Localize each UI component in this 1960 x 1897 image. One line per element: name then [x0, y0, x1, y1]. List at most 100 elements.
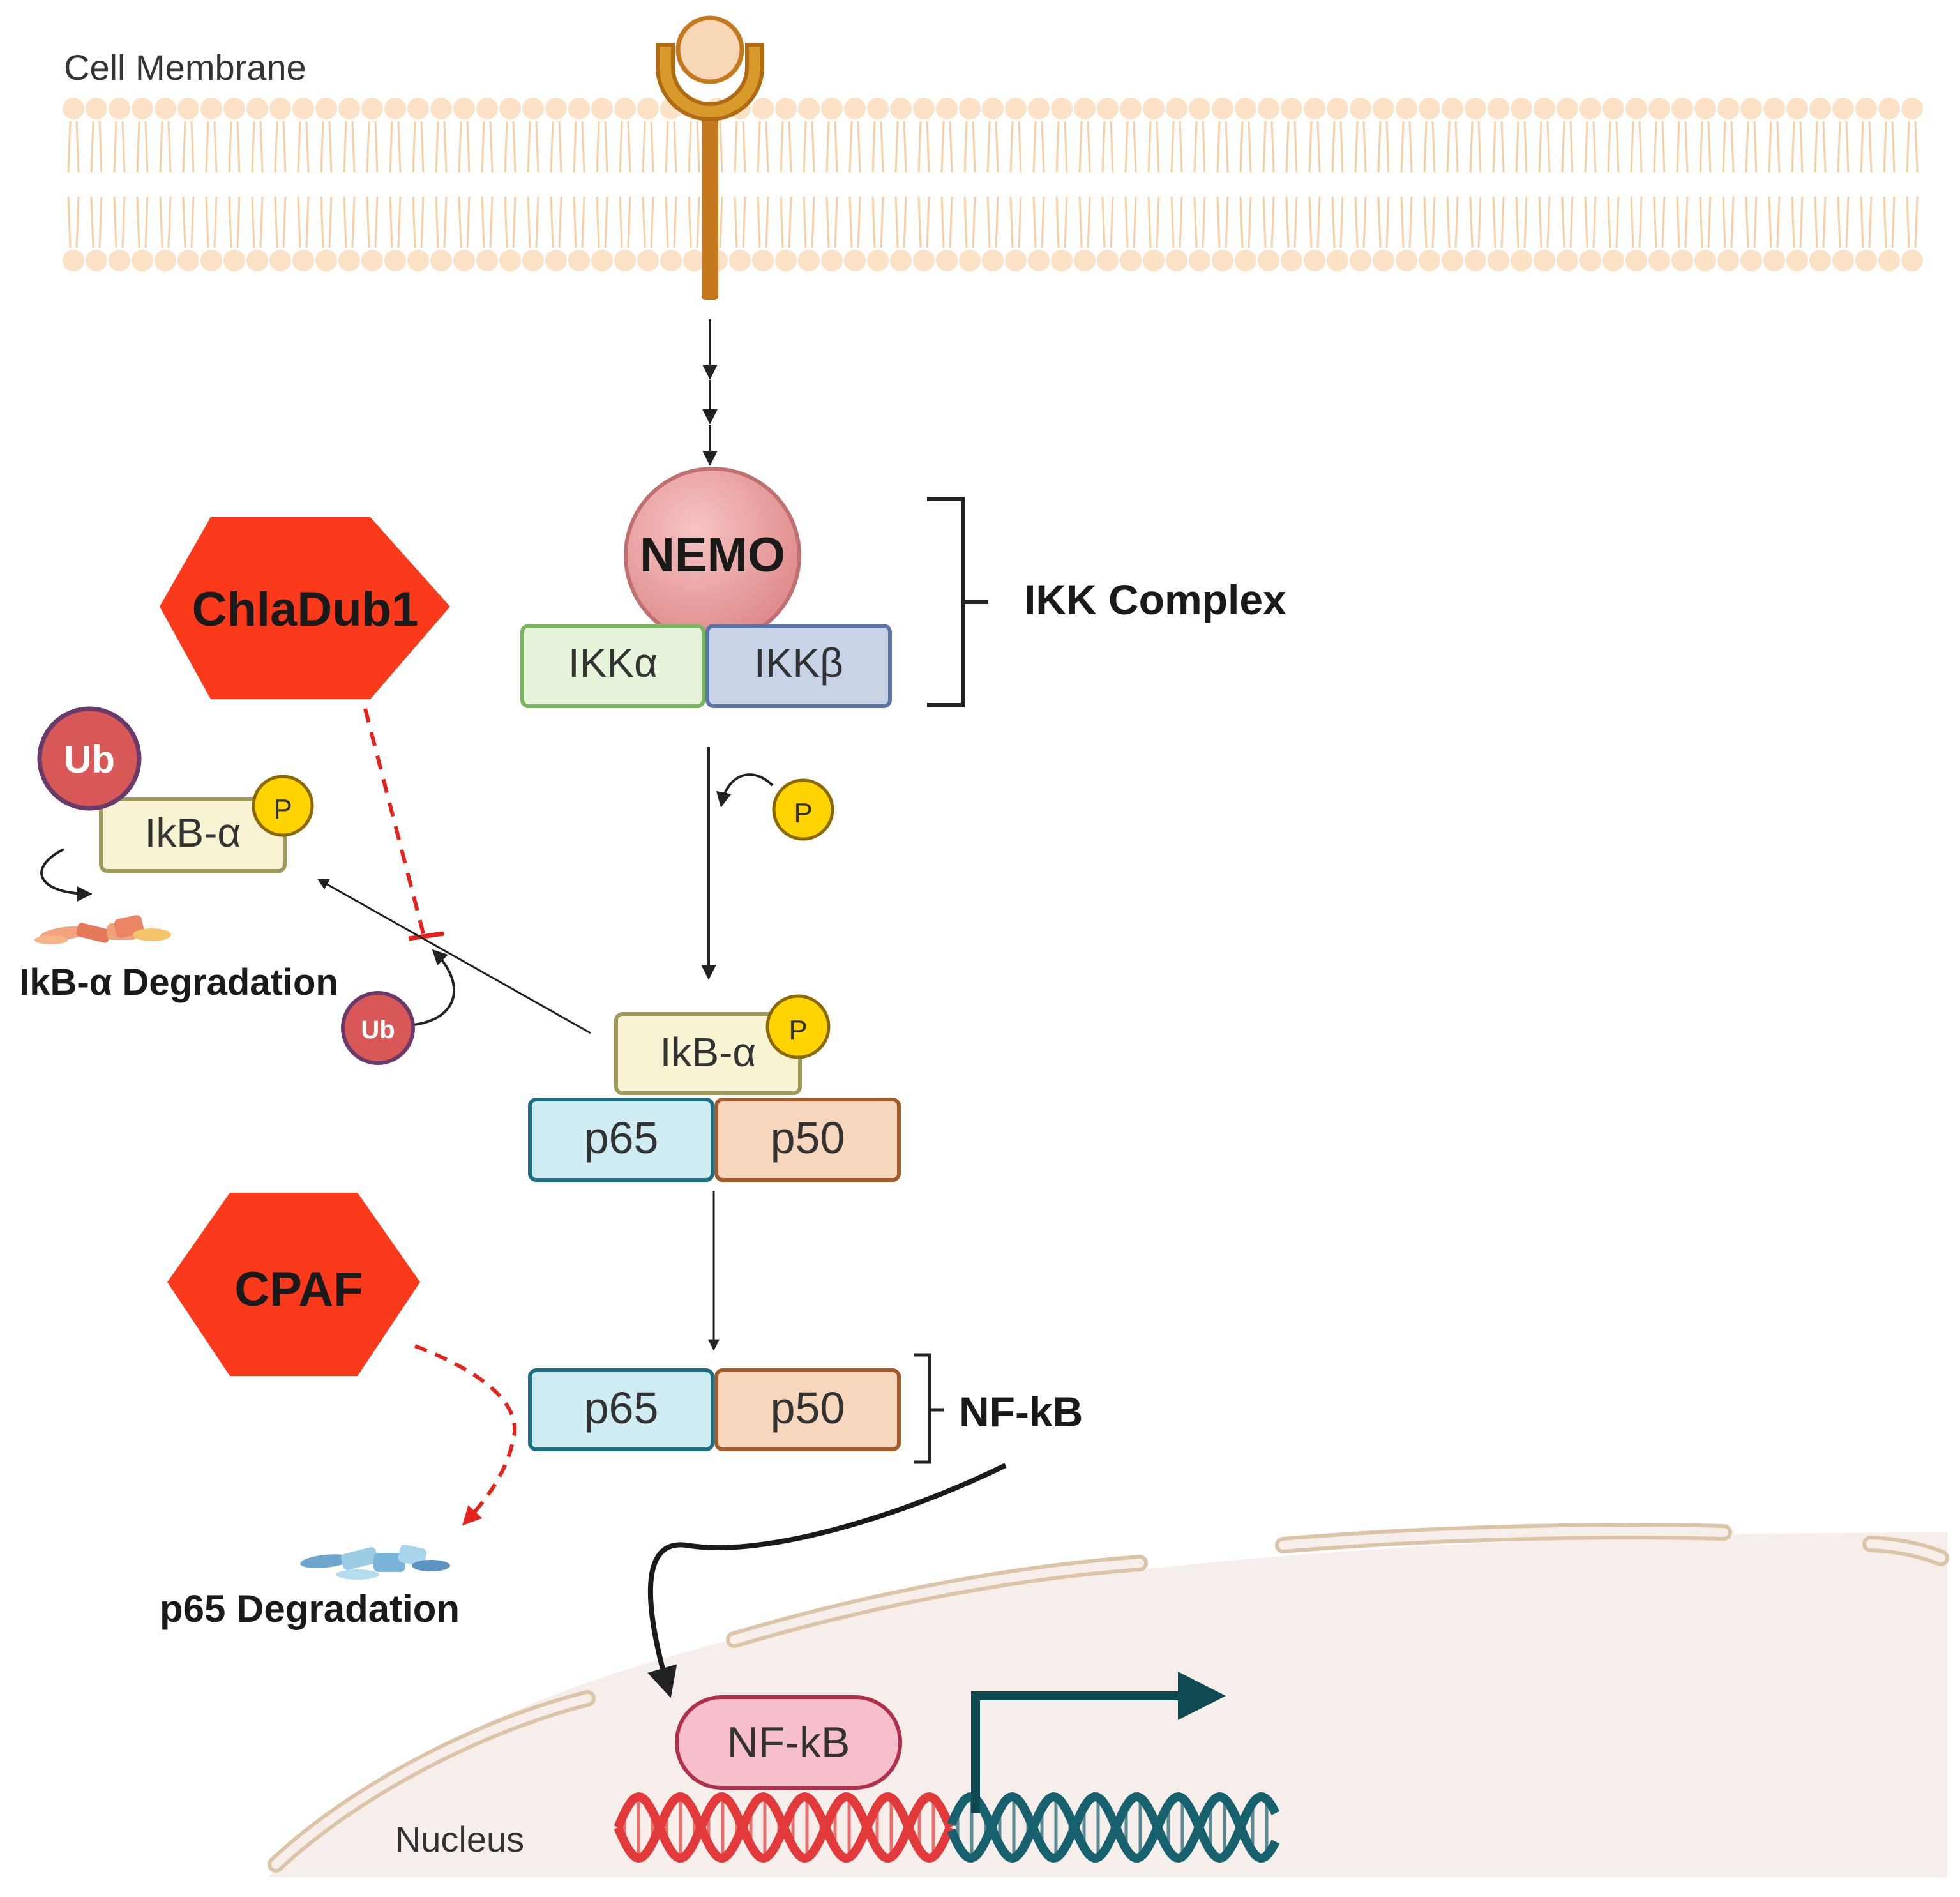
lipid-tail	[343, 121, 356, 173]
lipid-tail	[1906, 196, 1919, 248]
lipid-head	[1120, 98, 1142, 119]
phosphate-complex-label: P	[788, 1015, 807, 1046]
lipid-head	[821, 250, 843, 271]
lipid-tail	[1653, 121, 1666, 173]
lipid-head	[384, 98, 406, 119]
lipid-head	[798, 250, 820, 271]
lipid-head	[63, 250, 84, 271]
lipid-tail	[1170, 121, 1183, 173]
nemo-label: NEMO	[640, 528, 785, 582]
lipid-tail	[1607, 196, 1620, 248]
lipid-tail	[1216, 196, 1229, 248]
lipid-head	[614, 250, 636, 271]
lipid-head	[614, 98, 636, 119]
lipid-head	[1534, 98, 1555, 119]
lipid-head	[269, 250, 291, 271]
lipid-tail	[1860, 121, 1873, 173]
lipid-head	[246, 98, 268, 119]
lipid-head	[890, 98, 912, 119]
lipid-head	[86, 250, 107, 271]
lipid-tail	[320, 196, 333, 248]
lipid-head	[292, 250, 314, 271]
lipid-tail	[1814, 196, 1827, 248]
lipid-head	[775, 98, 797, 119]
lipid-tail	[67, 196, 80, 248]
lipid-tail	[573, 196, 585, 248]
nuclear-translocation-arrow	[647, 1463, 1007, 1698]
lipid-head	[637, 98, 659, 119]
lipid-tail	[1676, 196, 1689, 248]
ikb-nfkb-complex: IkB-α P p65 p50	[528, 994, 901, 1182]
lipid-tail	[274, 121, 287, 173]
lipid-tail	[1009, 196, 1022, 248]
lipid-head	[1671, 250, 1693, 271]
lipid-tail	[734, 196, 746, 248]
lipid-head	[1304, 98, 1325, 119]
lipid-head	[1051, 250, 1073, 271]
lipid-tail	[435, 121, 448, 173]
lipid-head	[1602, 250, 1624, 271]
lipid-head	[1304, 250, 1325, 271]
lipid-tail	[113, 121, 126, 173]
lipid-head	[1258, 250, 1279, 271]
transcription-arrowhead	[1178, 1672, 1226, 1720]
p65-degradation-label: p65 Degradation	[160, 1587, 460, 1630]
lipid-tail	[136, 196, 149, 248]
lipid-head	[1327, 250, 1348, 271]
lipid-head	[1648, 250, 1670, 271]
lipid-head	[1855, 98, 1877, 119]
lipid-head	[499, 250, 521, 271]
phosphate-left	[252, 775, 314, 837]
lipid-tail	[1147, 196, 1160, 248]
lipid-tail	[1584, 196, 1597, 248]
lipid-head	[109, 98, 130, 119]
lipid-tail	[228, 196, 241, 248]
lipid-tail	[1791, 121, 1804, 173]
lipid-head	[913, 98, 935, 119]
lipid-head	[177, 98, 199, 119]
lipid-tail	[1492, 196, 1505, 248]
nfkb-dimer: p65 p50	[528, 1368, 901, 1451]
lipid-tail	[757, 196, 769, 248]
lipid-head	[1809, 98, 1831, 119]
lipid-head	[1878, 98, 1900, 119]
membrane-receptor	[656, 15, 764, 300]
lipid-tail	[159, 121, 172, 173]
lipid-tail	[1331, 196, 1344, 248]
lipid-head	[1694, 98, 1716, 119]
lipid-tail	[527, 121, 539, 173]
lipid-tail	[1630, 196, 1643, 248]
lipid-head	[499, 98, 521, 119]
lipid-head	[1327, 98, 1348, 119]
lipid-tail	[1837, 121, 1850, 173]
lipid-head	[86, 98, 107, 119]
lipid-head	[338, 250, 360, 271]
lipid-head	[453, 98, 475, 119]
lipid-head	[1557, 98, 1578, 119]
lipid-head	[453, 250, 475, 271]
lipid-tail	[940, 121, 953, 173]
lipid-head	[936, 250, 958, 271]
lipid-head	[1809, 250, 1831, 271]
lipid-head	[155, 98, 176, 119]
lipid-head	[1005, 250, 1027, 271]
p65-top-label: p65	[584, 1113, 659, 1163]
inhibition-bar	[408, 931, 444, 941]
lipid-tail	[1515, 121, 1528, 173]
lipid-head	[338, 98, 360, 119]
membrane-lipid-heads	[63, 98, 1923, 271]
lipid-tail	[1400, 196, 1413, 248]
lipid-tail	[1538, 121, 1551, 173]
lipid-tail	[458, 121, 471, 173]
lipid-tail	[389, 121, 402, 173]
lipid-tail	[1837, 196, 1850, 248]
lipid-tail	[90, 121, 103, 173]
lipid-tail	[757, 121, 769, 173]
lipid-head	[1579, 98, 1601, 119]
lipid-tail	[780, 121, 792, 173]
lipid-tail	[1515, 196, 1528, 248]
lipid-head	[1694, 250, 1716, 271]
lipid-head	[1074, 250, 1096, 271]
lipid-head	[132, 98, 153, 119]
lipid-tail	[550, 121, 562, 173]
